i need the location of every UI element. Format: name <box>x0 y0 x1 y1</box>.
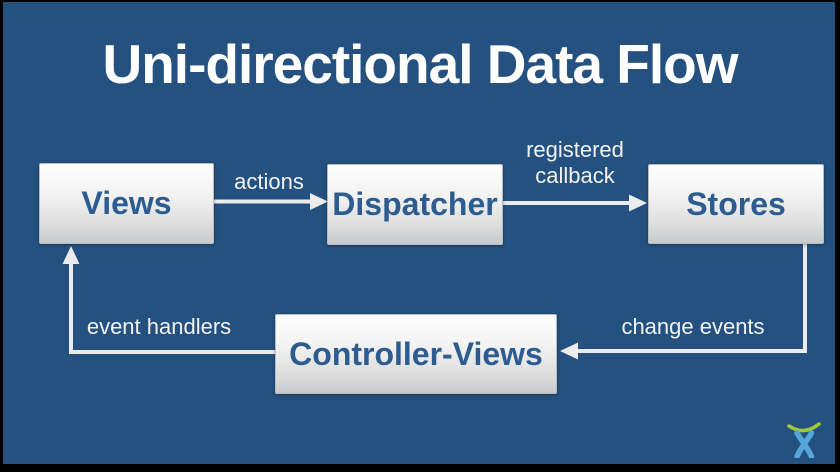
edge-label-change-events: change events <box>621 314 765 339</box>
edge-label-registered-callback: registered callback <box>526 137 624 188</box>
node-controller-views: Controller-Views <box>275 314 557 394</box>
node-views-label: Views <box>81 185 172 221</box>
node-controller-views-label: Controller-Views <box>289 335 543 372</box>
atlassian-logo-figure-right <box>794 430 815 458</box>
atlassian-logo-arc <box>787 422 821 433</box>
edge-label-actions: actions <box>234 169 304 194</box>
atlassian-logo <box>787 422 821 458</box>
edge-label-event-handlers: event handlers <box>86 314 232 339</box>
node-views: Views <box>39 163 214 244</box>
node-dispatcher-label: Dispatcher <box>332 186 498 222</box>
node-stores-label: Stores <box>686 185 786 222</box>
node-stores: Stores <box>648 164 824 244</box>
slide-title: Uni-directional Data Flow <box>102 33 738 95</box>
node-dispatcher: Dispatcher <box>327 164 503 245</box>
